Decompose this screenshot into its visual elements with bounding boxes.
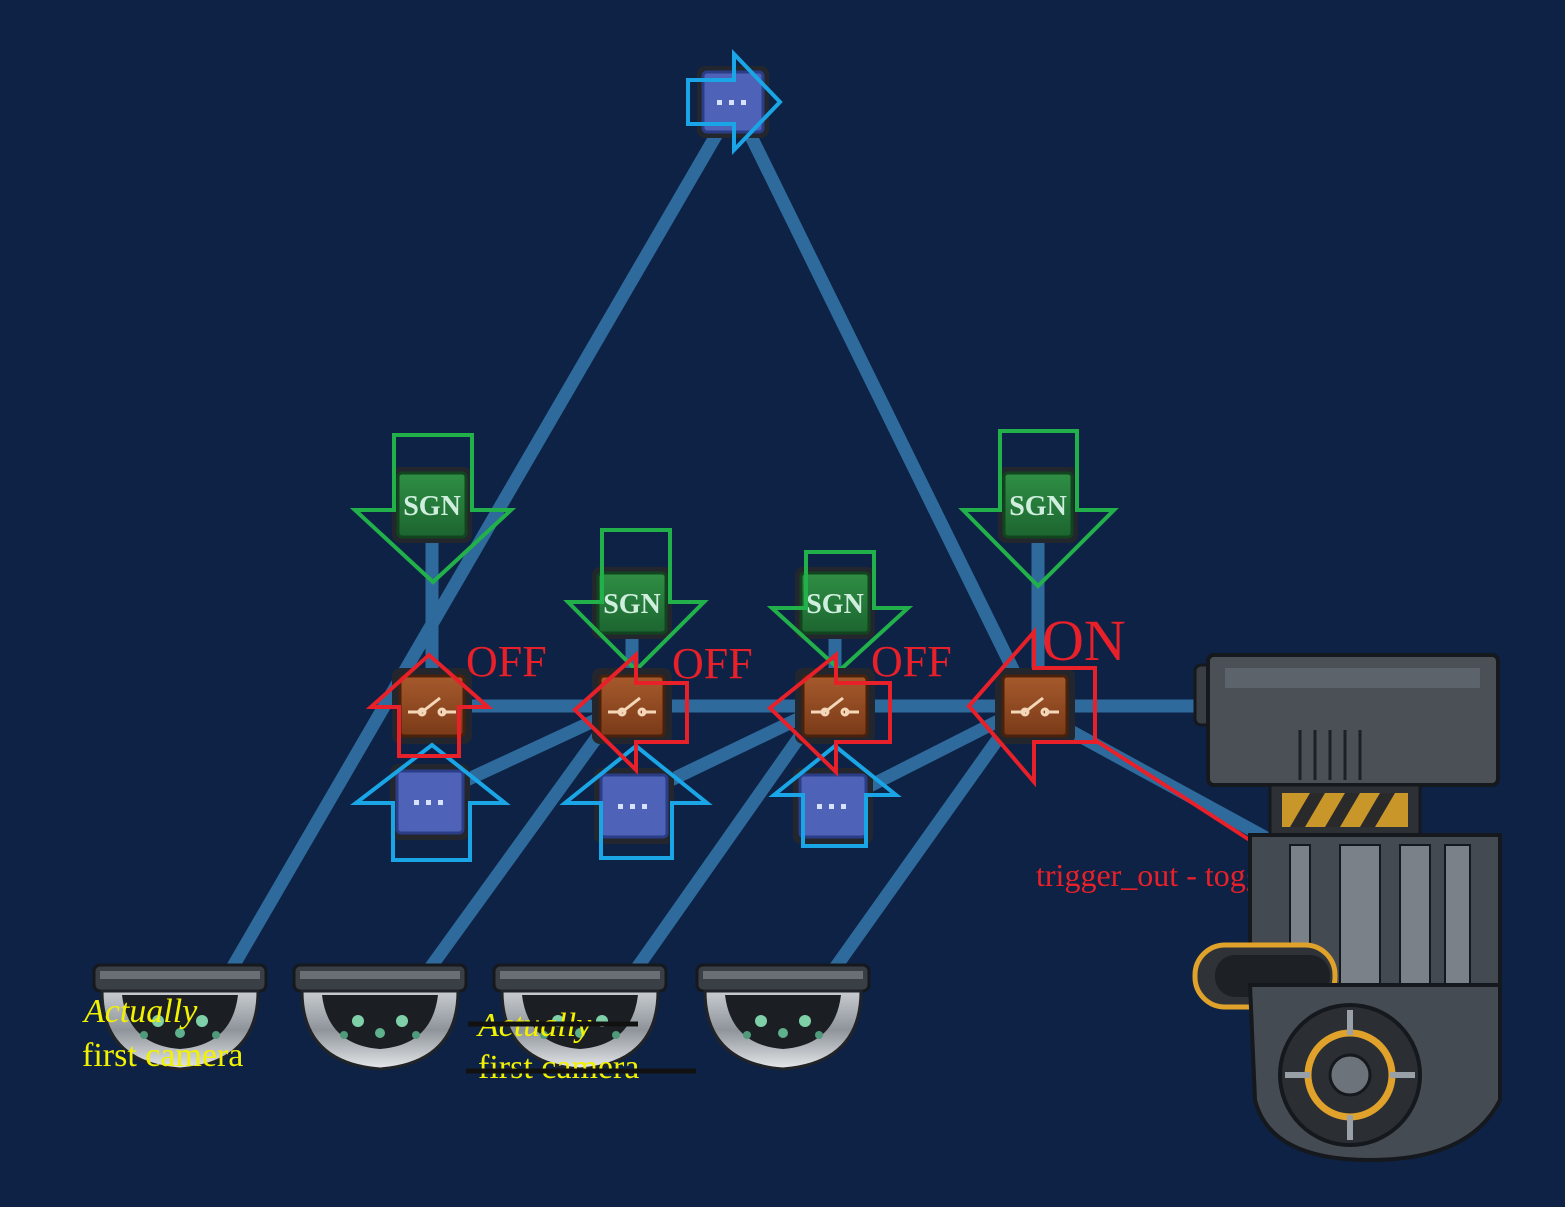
- switch-arrow-2-left: [572, 650, 689, 775]
- switch-arrow-4-left: [966, 626, 1097, 788]
- switch-icon: [608, 696, 656, 717]
- switch-icon: [811, 696, 859, 717]
- relay-dots-icon: [414, 800, 443, 805]
- relay-module-3[interactable]: [793, 768, 873, 844]
- signal-module-label: SGN: [603, 589, 661, 620]
- signal-arrow-2: [563, 528, 709, 673]
- relay-arrows: [350, 742, 902, 862]
- wire-layer: [221, 113, 1277, 982]
- toggle-switch-3[interactable]: [795, 668, 875, 744]
- signal-module-4[interactable]: SGN: [998, 467, 1078, 543]
- camera-note-line1: Actually: [82, 993, 198, 1030]
- signal-module-3[interactable]: SGN: [795, 567, 875, 639]
- toggle-switch-2[interactable]: [592, 668, 672, 744]
- signal-module-label: SGN: [403, 491, 461, 522]
- door-machine[interactable]: [1192, 653, 1502, 1163]
- wire-top-left: [221, 113, 732, 982]
- switch-arrows: [365, 626, 1097, 788]
- switch-3-state: OFF: [871, 637, 952, 686]
- switch-icon: [408, 696, 456, 717]
- switch-2-state: OFF: [672, 639, 753, 688]
- switch-4-state: ON: [1042, 608, 1126, 673]
- wire-switch4-door: [1058, 721, 1277, 847]
- relay-dots-icon: [618, 804, 647, 809]
- relay-module-1[interactable]: [390, 764, 470, 840]
- relay-arrow-1: [350, 742, 511, 862]
- camera-note-crossed-line2: first camera: [478, 1049, 639, 1086]
- relay-dots-icon: [817, 804, 846, 809]
- relay-arrow-3: [768, 743, 902, 848]
- switch-1-state: OFF: [466, 637, 547, 686]
- signal-module-label: SGN: [806, 589, 864, 620]
- signal-arrow-1: [349, 433, 517, 585]
- wire-switch3-camera3: [625, 715, 817, 982]
- relay-arrow-2: [559, 743, 713, 860]
- connection-note-pointer: [1093, 738, 1264, 850]
- top-relay-arrow: [686, 49, 783, 155]
- switch-arrow-1-up: [365, 652, 494, 758]
- switch-arrow-3-left: [766, 650, 892, 777]
- wire-top-right: [736, 113, 1035, 707]
- wire-switch4-blue3: [845, 713, 1007, 802]
- relay-dots-icon: [717, 100, 746, 105]
- camera-note-line2: first camera: [82, 1037, 243, 1074]
- signal-arrows: [349, 429, 1119, 673]
- camera-4[interactable]: [695, 963, 871, 1071]
- camera-2[interactable]: [292, 963, 468, 1071]
- signal-module-2[interactable]: SGN: [592, 567, 672, 639]
- wire-switch2-camera2: [418, 715, 615, 982]
- signal-module-1[interactable]: SGN: [392, 467, 472, 543]
- switch-icon: [1011, 696, 1059, 717]
- signal-arrow-4: [958, 429, 1119, 589]
- signal-arrow-3: [766, 550, 914, 673]
- wire-switch4-camera4: [823, 715, 1017, 982]
- toggle-switch-4[interactable]: [995, 668, 1075, 744]
- signal-module-label: SGN: [1009, 491, 1067, 522]
- hazard-stripes: [1282, 793, 1408, 827]
- toggle-switch-1[interactable]: [392, 668, 472, 744]
- relay-module-2[interactable]: [594, 768, 674, 844]
- vent-grille: [1298, 730, 1362, 780]
